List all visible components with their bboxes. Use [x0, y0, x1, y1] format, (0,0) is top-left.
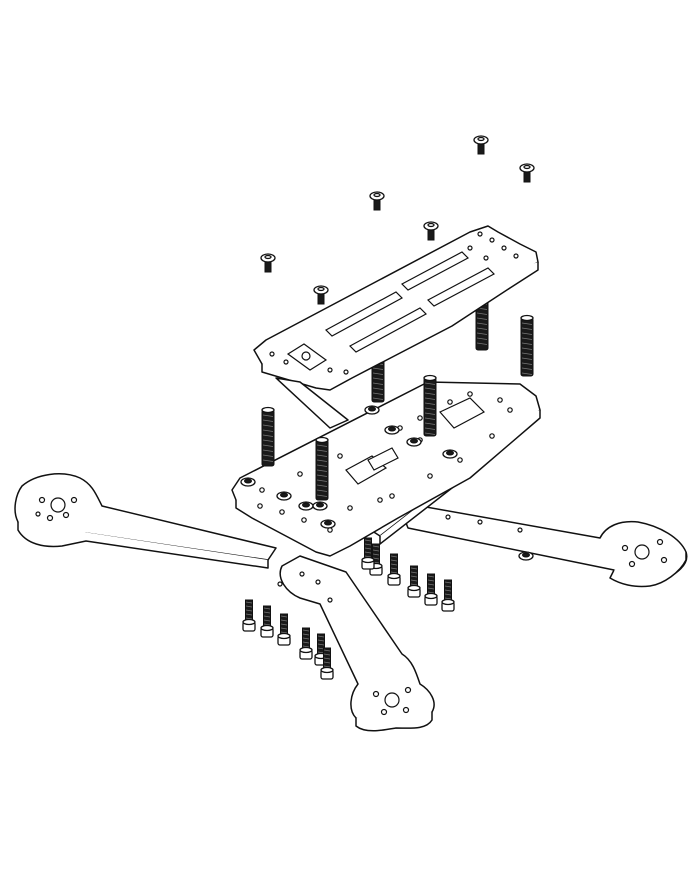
lock-nut	[364, 405, 380, 415]
button-head-screw	[313, 285, 329, 305]
side-strut	[275, 377, 349, 429]
socket-head-screw	[242, 599, 256, 632]
right-arm	[397, 501, 688, 588]
lock-nut	[320, 519, 336, 529]
standoff	[261, 406, 275, 467]
socket-head-screw	[320, 647, 334, 680]
left-arm	[14, 473, 277, 569]
lock-nut	[312, 501, 328, 511]
socket-head-screw	[387, 553, 401, 586]
button-head-screw	[473, 135, 489, 155]
socket-head-screw	[407, 565, 421, 598]
top-plate-screws	[260, 135, 535, 305]
standoff	[520, 314, 534, 377]
socket-head-screw	[277, 613, 291, 646]
standoff	[423, 374, 437, 437]
lock-nut	[518, 551, 534, 561]
socket-head-screw	[441, 579, 455, 612]
lock-nut	[240, 477, 256, 487]
button-head-screw	[519, 163, 535, 183]
lock-nut	[384, 425, 400, 435]
lock-nut	[406, 437, 422, 447]
lock-nut	[276, 491, 292, 501]
lock-nut	[298, 501, 314, 511]
button-head-screw	[369, 191, 385, 211]
lock-nuts	[240, 405, 534, 561]
socket-head-screw	[299, 627, 313, 660]
standoff	[315, 436, 329, 501]
socket-head-screw	[361, 537, 375, 570]
socket-head-screw	[424, 573, 438, 606]
arm-screws	[242, 537, 455, 680]
front-arm	[277, 555, 435, 732]
button-head-screw	[260, 253, 276, 273]
lock-nut	[442, 449, 458, 459]
socket-head-screw	[260, 605, 274, 638]
top-plate	[253, 225, 539, 391]
button-head-screw	[423, 221, 439, 241]
